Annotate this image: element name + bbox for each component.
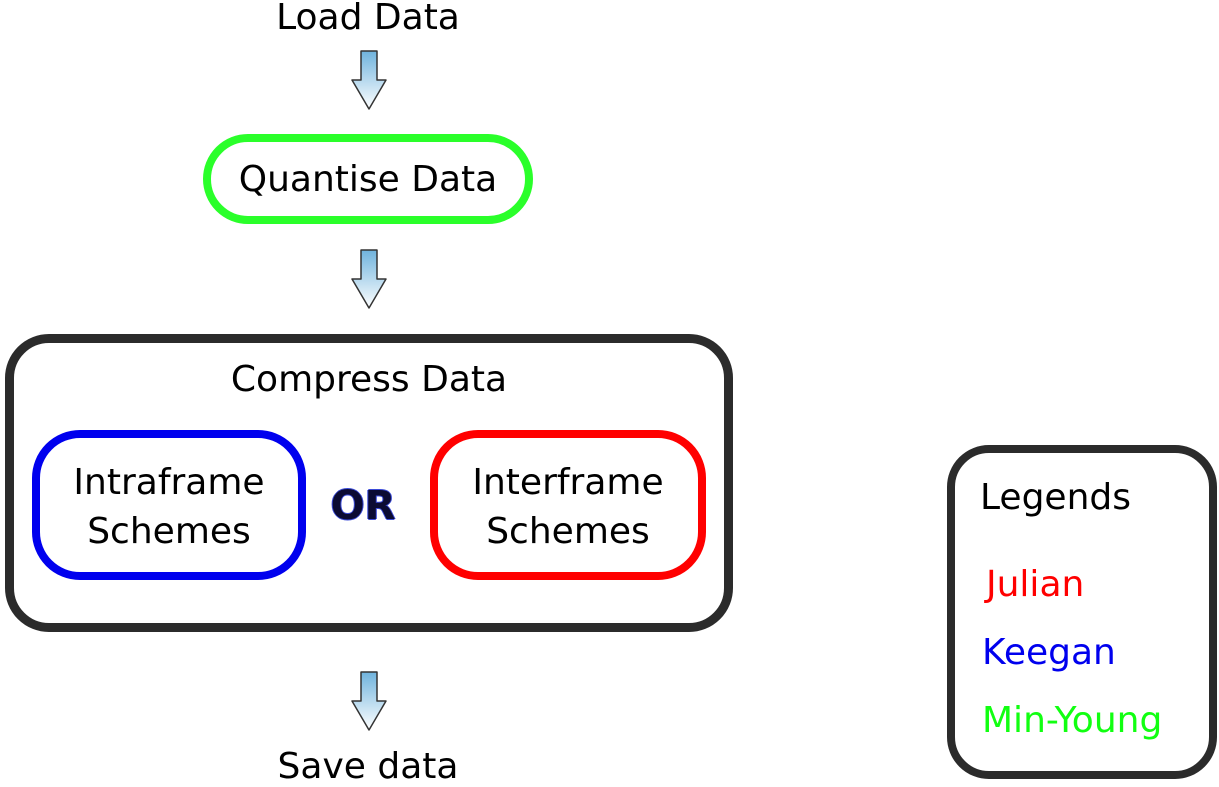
intraframe-schemes-node <box>32 430 306 580</box>
legend-entry-min-young: Min-Young <box>982 700 1163 741</box>
save-data-label: Save data <box>277 746 459 787</box>
down-arrow-icon <box>351 671 387 731</box>
interframe-schemes-node <box>430 430 706 580</box>
load-data-label: Load Data <box>276 0 460 38</box>
legend-title: Legends <box>980 477 1131 518</box>
quantise-data-label: Quantise Data <box>238 159 498 200</box>
legend-entry-julian: Julian <box>986 564 1085 605</box>
down-arrow-icon <box>351 249 387 309</box>
legend-entry-keegan: Keegan <box>982 632 1116 673</box>
intraframe-label: Intraframe <box>73 462 265 503</box>
interframe-label: Interframe <box>472 462 664 503</box>
interframe-schemes-label: Schemes <box>486 511 650 552</box>
quantise-data-node <box>203 134 533 224</box>
or-label: OR <box>330 483 396 529</box>
down-arrow-icon <box>351 50 387 110</box>
legend-box <box>947 445 1217 779</box>
compress-data-label: Compress Data <box>230 359 508 400</box>
intraframe-schemes-label: Schemes <box>87 511 251 552</box>
